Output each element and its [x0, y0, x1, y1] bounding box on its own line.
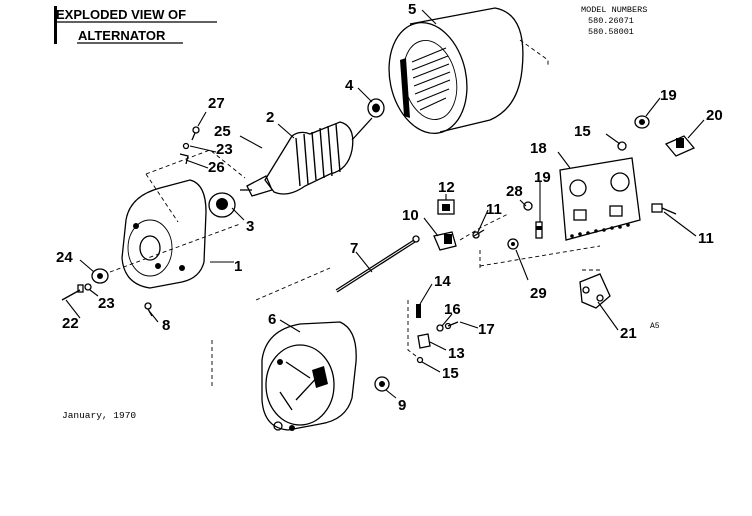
- callout-7: 7: [350, 240, 358, 257]
- part-24-washer: [91, 268, 109, 284]
- callout-29: 29: [530, 285, 547, 302]
- part-19-terminal-post: [535, 221, 543, 239]
- part-26-bracket: [179, 153, 189, 165]
- part-13-bracket: [417, 333, 431, 349]
- part-28-nut: [523, 201, 533, 211]
- callout-4: 4: [345, 77, 354, 94]
- callout-25: 25: [214, 123, 231, 140]
- callout-5: 5: [408, 1, 416, 18]
- callout-15-lower: 15: [442, 365, 459, 382]
- part-11-screw-upper: [472, 229, 485, 239]
- part-16-nut: [436, 324, 444, 332]
- part-15-screw-lower: [416, 356, 424, 364]
- callout-11-lower: 11: [698, 230, 714, 247]
- callout-23-lower: 23: [98, 295, 115, 312]
- callout-12: 12: [438, 179, 455, 196]
- callout-2: 2: [266, 109, 274, 126]
- callout-8: 8: [162, 317, 170, 334]
- part-27-screw: [191, 126, 200, 141]
- callout-19-lower: 19: [534, 169, 551, 186]
- part-5-stator-housing: [388, 7, 549, 134]
- callout-18: 18: [530, 140, 547, 157]
- part-17-screw: [444, 321, 459, 330]
- part-23-washer: [84, 283, 92, 291]
- callout-14: 14: [434, 273, 451, 290]
- part-1-end-frame: [109, 149, 246, 289]
- part-9-bearing: [374, 376, 390, 392]
- title-block: EXPLODED VIEW OF ALTERNATOR: [54, 6, 217, 44]
- callout-13: 13: [448, 345, 465, 362]
- callout-16: 16: [444, 301, 461, 318]
- callout-24: 24: [56, 249, 73, 266]
- callout-23-upper: 23: [216, 141, 233, 158]
- part-19-grommet: [634, 115, 650, 129]
- model-heading: MODEL NUMBERS: [581, 5, 647, 15]
- part-23-lockwasher: [182, 142, 190, 150]
- part-2-rotor: [240, 117, 373, 197]
- callout-numbers: 1 2 3 4 5 6 7 8 9 10 11 11 12 13 14 15 1…: [56, 1, 723, 414]
- callout-10: 10: [402, 207, 419, 224]
- model-number-2: 580.58001: [588, 27, 634, 37]
- callout-26: 26: [208, 159, 225, 176]
- callout-3: 3: [246, 218, 254, 235]
- model-numbers: MODEL NUMBERS 580.26071 580.58001: [581, 5, 647, 37]
- part-15-screw-upper: [617, 141, 627, 151]
- callout-20: 20: [706, 107, 723, 124]
- model-number-1: 580.26071: [588, 16, 634, 26]
- part-12-brush: [437, 199, 455, 215]
- date-label: January, 1970: [62, 410, 136, 421]
- leader-lines: [65, 9, 705, 399]
- part-14-terminal: [416, 304, 421, 318]
- callout-19-upper: 19: [660, 87, 677, 104]
- callout-15-upper: 15: [574, 123, 591, 140]
- part-4-bearing: [367, 98, 385, 118]
- part-29-washer: [507, 238, 519, 250]
- callout-17: 17: [478, 321, 495, 338]
- callout-9: 9: [398, 397, 406, 414]
- part-11-screw-lower: [651, 203, 677, 215]
- drawing-code: A5: [650, 322, 660, 331]
- part-18-rectifier-plate: [479, 157, 641, 268]
- callout-27: 27: [208, 95, 225, 112]
- part-21-diode-bracket: [579, 269, 611, 309]
- callout-22: 22: [62, 315, 79, 332]
- callout-28: 28: [506, 183, 523, 200]
- title-line-1: EXPLODED VIEW OF: [56, 7, 186, 22]
- callout-6: 6: [268, 311, 276, 328]
- part-7-through-bolt: [335, 235, 420, 293]
- callout-21: 21: [620, 325, 637, 342]
- callout-11-upper: 11: [486, 201, 502, 218]
- part-22-bolt: [61, 284, 84, 301]
- callout-1: 1: [234, 258, 242, 275]
- title-line-2: ALTERNATOR: [78, 28, 166, 43]
- brush-assembly-guide: [407, 300, 417, 357]
- part-3-bearing: [208, 192, 236, 218]
- part-20-cover: [664, 135, 696, 157]
- part-10-brush-holder: [433, 231, 457, 251]
- part-6-rear-housing: [211, 267, 357, 431]
